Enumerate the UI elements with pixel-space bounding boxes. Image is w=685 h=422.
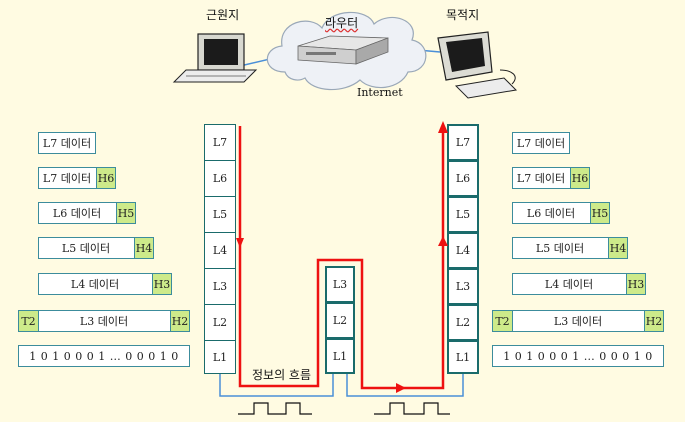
- pdu-data: L7 데이터: [516, 137, 566, 150]
- network-illustration: [172, 11, 518, 99]
- pdu-header: H3: [152, 273, 172, 295]
- layer-box: L6: [447, 160, 479, 197]
- pdu-header: H3: [626, 273, 646, 295]
- pdu-data: L6 데이터: [526, 207, 576, 220]
- layer-box: L1: [447, 340, 479, 374]
- pdu-header: H2: [170, 310, 190, 332]
- layer-box: L1: [204, 340, 236, 374]
- pdu-bits: 1 0 1 0 0 0 1 … 0 0 0 1 0: [503, 349, 653, 363]
- pdu-stack-left: L7 데이터 L7 데이터 H6 L6 데이터 H5 L5 데이터 H4 L4 …: [18, 130, 190, 370]
- router-label: 라우터: [325, 16, 359, 30]
- destination-protocol-stack: L7 L6 L5 L4 L3 L2 L1: [447, 124, 479, 374]
- pdu-header: H2: [644, 310, 664, 332]
- pdu-data: L5 데이터: [535, 242, 585, 255]
- pdu-data: L3 데이터: [553, 315, 603, 328]
- pdu-header: H5: [590, 202, 610, 224]
- layer-box: L3: [204, 268, 236, 305]
- router-protocol-stack: L3 L2 L1: [325, 266, 355, 374]
- layer-box: L4: [447, 232, 479, 269]
- pdu-row: L7 데이터 H6: [38, 167, 116, 189]
- layer-box: L2: [447, 304, 479, 341]
- pdu-header: H5: [116, 202, 136, 224]
- pdu-data: L3 데이터: [79, 315, 129, 328]
- pdu-row: 1 0 1 0 0 0 1 … 0 0 0 1 0: [18, 345, 190, 367]
- pdu-header: H4: [608, 237, 628, 259]
- pdu-row: L7 데이터: [38, 132, 96, 154]
- pdu-data: L5 데이터: [61, 242, 111, 255]
- source-protocol-stack: L7 L6 L5 L4 L3 L2 L1: [204, 124, 236, 374]
- right-arrowhead-icon: [396, 383, 406, 393]
- destination-computer-icon: [437, 31, 518, 99]
- pdu-data: L7 데이터: [42, 172, 92, 185]
- pdu-header: H6: [570, 167, 590, 189]
- signal-waveform-icon: [374, 402, 450, 415]
- layer-box: L2: [325, 302, 355, 339]
- flow-label: 정보의 흐름: [250, 366, 314, 383]
- pdu-row: L6 데이터 H5: [38, 202, 136, 224]
- source-computer-icon: [172, 33, 258, 83]
- pdu-row: L4 데이터 H3: [38, 273, 172, 295]
- internet-label: Internet: [357, 86, 403, 99]
- layer-box: L7: [447, 124, 479, 161]
- source-label: 근원지: [206, 8, 240, 22]
- pdu-data: L6 데이터: [52, 207, 102, 220]
- pdu-stack-right: L7 데이터 L7 데이터 H6 L6 데이터 H5 L5 데이터 H4 L4 …: [492, 130, 664, 370]
- pdu-row: L7 데이터 H6: [512, 167, 590, 189]
- pdu-header: H4: [134, 237, 154, 259]
- pdu-row: L7 데이터: [512, 132, 570, 154]
- signal-waveform-icon: [238, 402, 312, 415]
- pdu-trailer: T2: [492, 310, 513, 332]
- pdu-data: L4 데이터: [544, 278, 594, 291]
- layer-box: L2: [204, 304, 236, 341]
- destination-label: 목적지: [446, 8, 480, 22]
- layer-box: L5: [204, 196, 236, 233]
- layer-box: L4: [204, 232, 236, 269]
- down-arrowhead-icon: [236, 238, 244, 248]
- layer-box: L3: [447, 268, 479, 305]
- physical-link-right: [346, 374, 464, 397]
- layer-box: L1: [325, 338, 355, 374]
- pdu-row: L5 데이터 H4: [512, 237, 628, 259]
- pdu-row: 1 0 1 0 0 0 1 … 0 0 0 1 0: [492, 345, 664, 367]
- pdu-row: T2 L3 데이터 H2: [18, 310, 190, 332]
- pdu-header: H6: [96, 167, 116, 189]
- pdu-data: L4 데이터: [70, 278, 120, 291]
- layer-box: L7: [204, 124, 236, 161]
- pdu-trailer: T2: [18, 310, 39, 332]
- pdu-row: L4 데이터 H3: [512, 273, 646, 295]
- layer-box: L3: [325, 266, 355, 303]
- pdu-data: L7 데이터: [42, 137, 92, 150]
- layer-box: L5: [447, 196, 479, 233]
- pdu-data: L7 데이터: [516, 172, 566, 185]
- layer-box: L6: [204, 160, 236, 197]
- router-icon: [297, 35, 389, 65]
- pdu-row: T2 L3 데이터 H2: [492, 310, 664, 332]
- pdu-row: L5 데이터 H4: [38, 237, 154, 259]
- pdu-row: L6 데이터 H5: [512, 202, 610, 224]
- pdu-bits: 1 0 1 0 0 0 1 … 0 0 0 1 0: [29, 349, 179, 363]
